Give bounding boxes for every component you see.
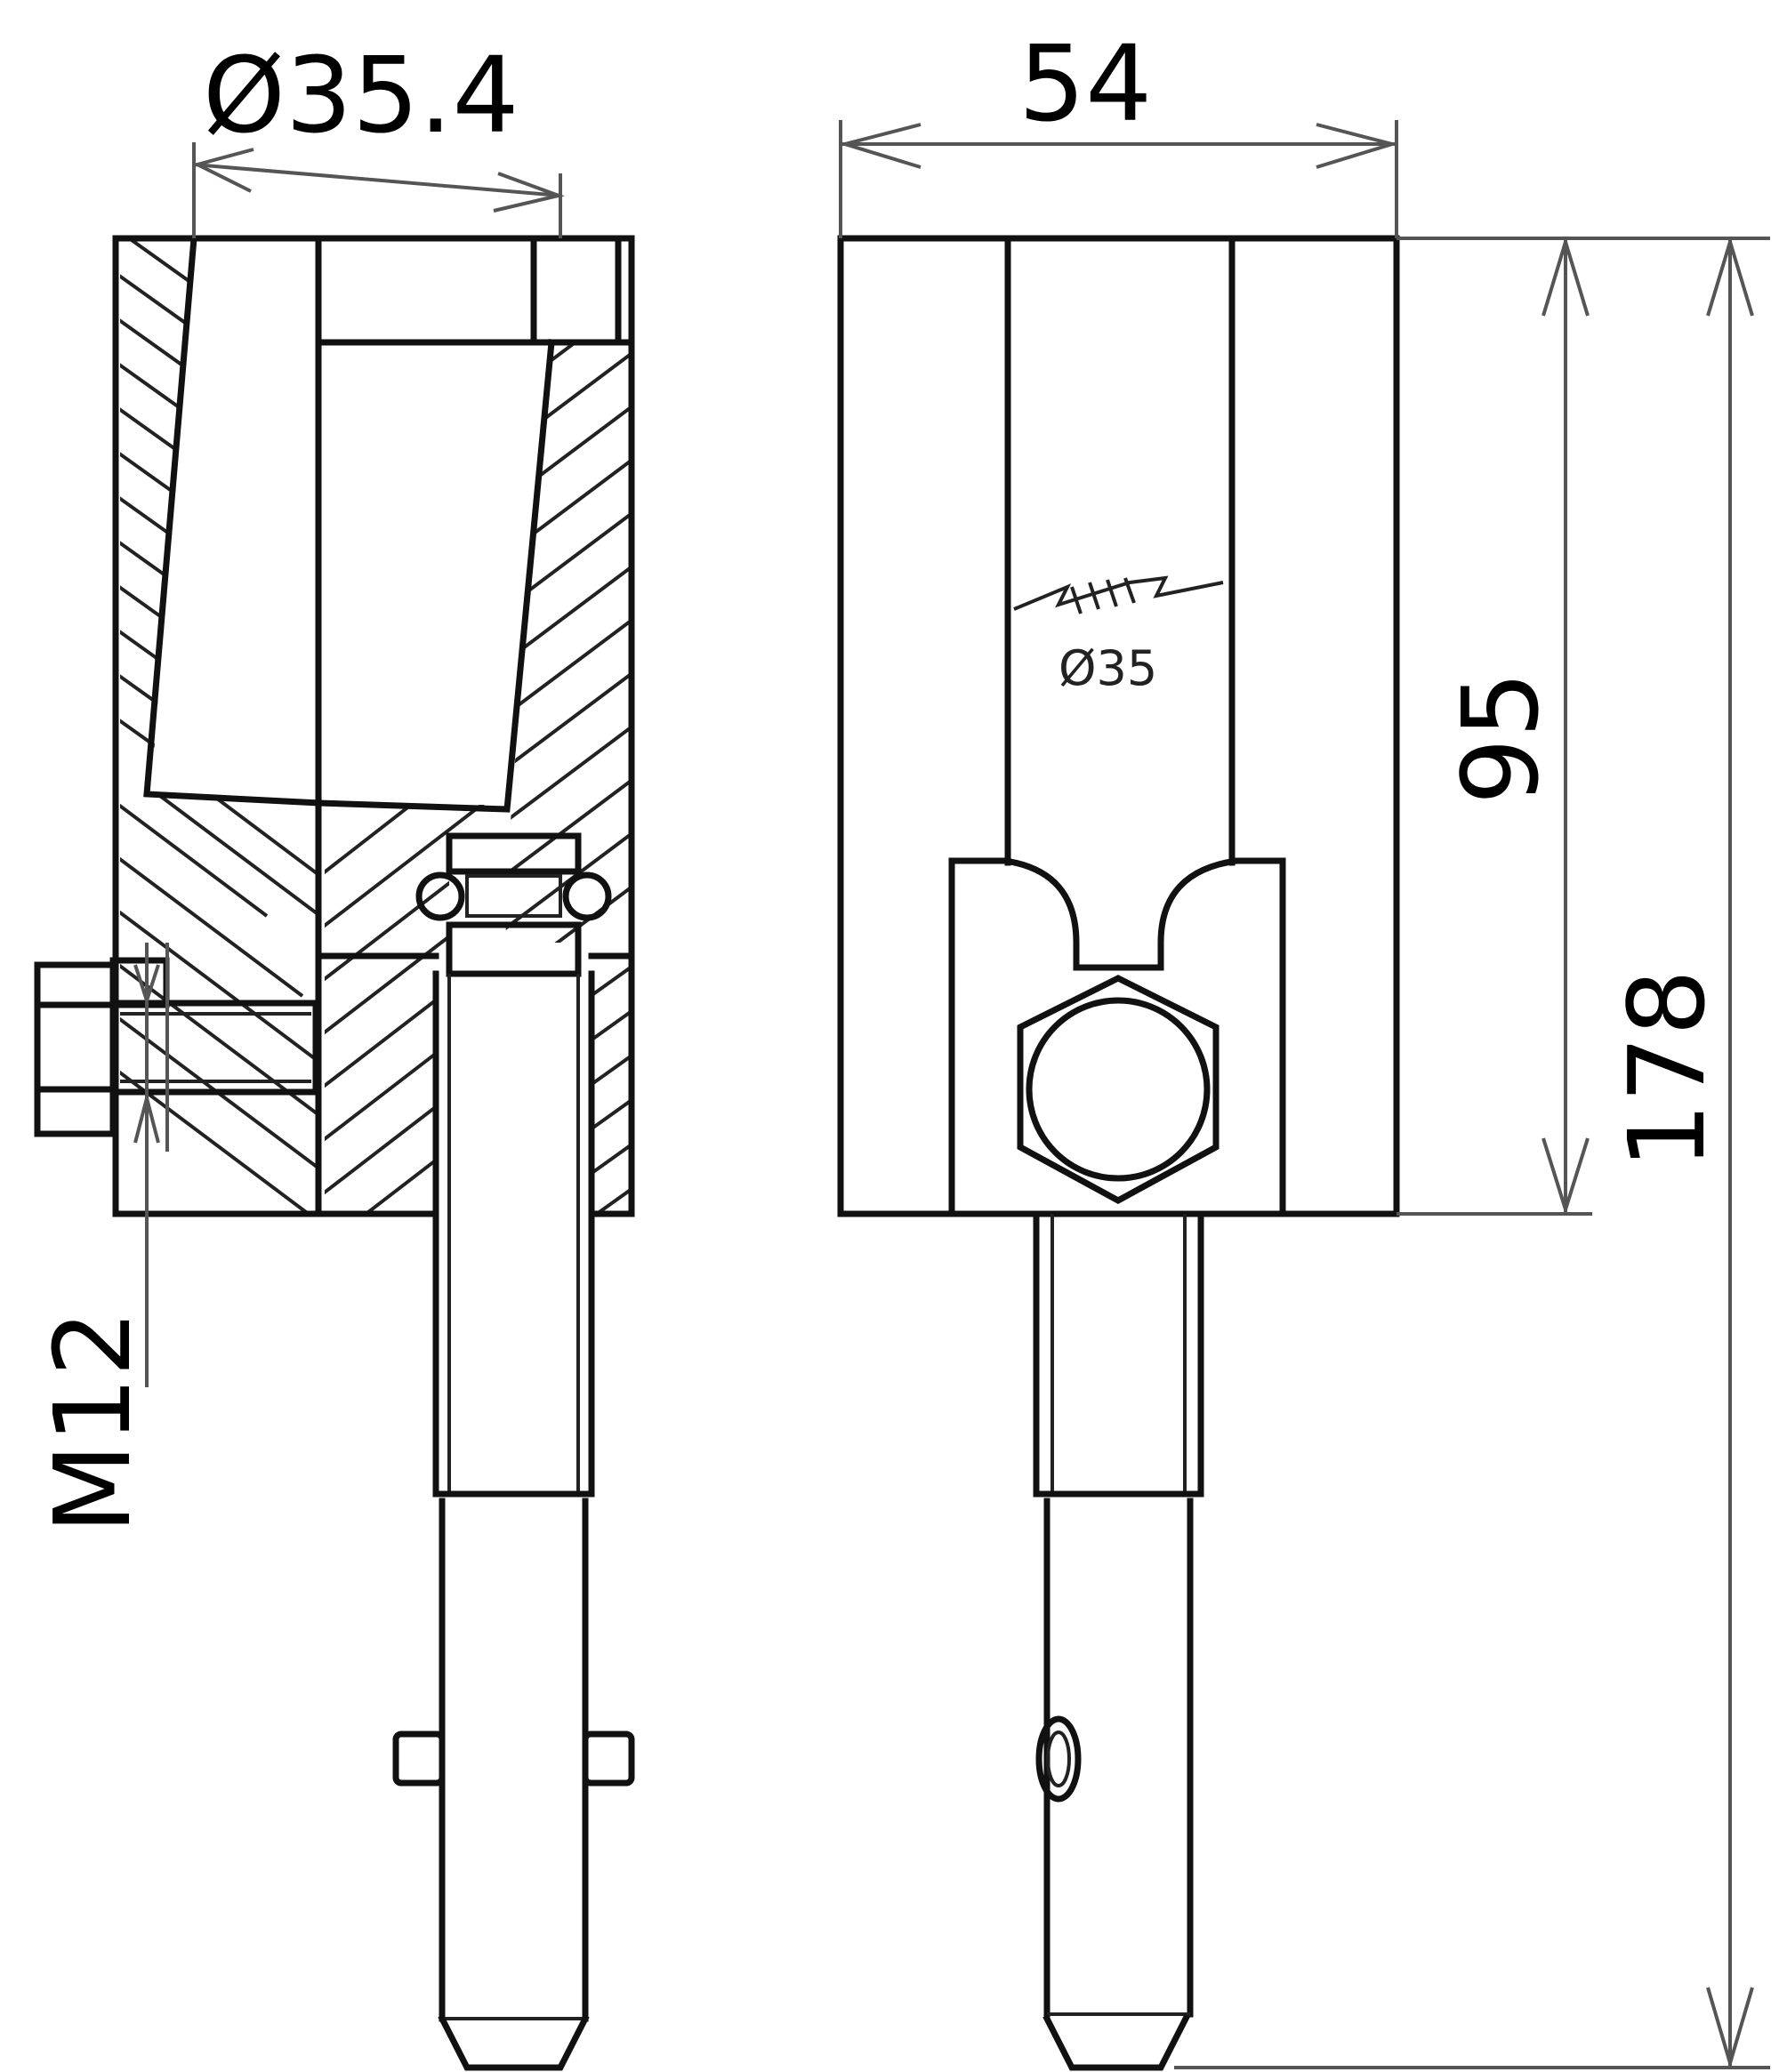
detent-ball-left [415, 871, 465, 921]
label-bore-diameter: Ø35.4 [203, 34, 519, 157]
bore-diameter-dimension: Ø35.4 [192, 34, 565, 238]
label-height-total: 178 [1606, 969, 1728, 1169]
height-total-dimension: 178 [1174, 236, 1770, 2070]
label-m12: M12 [31, 1310, 154, 1534]
label-width: 54 [1018, 22, 1152, 145]
pin-shaft-front [1033, 1210, 1204, 2071]
m12-bolt [34, 957, 319, 1137]
front-view: Ø35 54 [837, 22, 1770, 2071]
clamp-body-front [837, 235, 1400, 1217]
cross-pin-right [582, 1731, 635, 1787]
cross-hole [1035, 1715, 1082, 1803]
detent-ball-right [562, 871, 612, 921]
height-body-dimension: 95 [1397, 236, 1770, 1216]
nut-bearing-face [1026, 997, 1211, 1182]
pin-shaft-section [392, 970, 635, 2071]
section-view: M12 Ø35.4 [31, 34, 635, 2071]
hex-nut [1017, 975, 1220, 1204]
label-height-body: 95 [1439, 671, 1562, 805]
hatch-bottom-left [120, 791, 316, 1214]
cross-pin-left [392, 1731, 446, 1787]
width-dimension: 54 [838, 22, 1399, 238]
label-rod-diameter: Ø35 [1059, 640, 1157, 696]
clamp-body-section [112, 235, 635, 1217]
m12-dimension: M12 [31, 943, 169, 1534]
pin-head-assembly [415, 832, 612, 977]
saddle-clamp [948, 857, 1286, 1217]
hatch-bottom-mid [325, 805, 511, 1214]
rod-break-symbol: Ø35 [1013, 575, 1224, 696]
